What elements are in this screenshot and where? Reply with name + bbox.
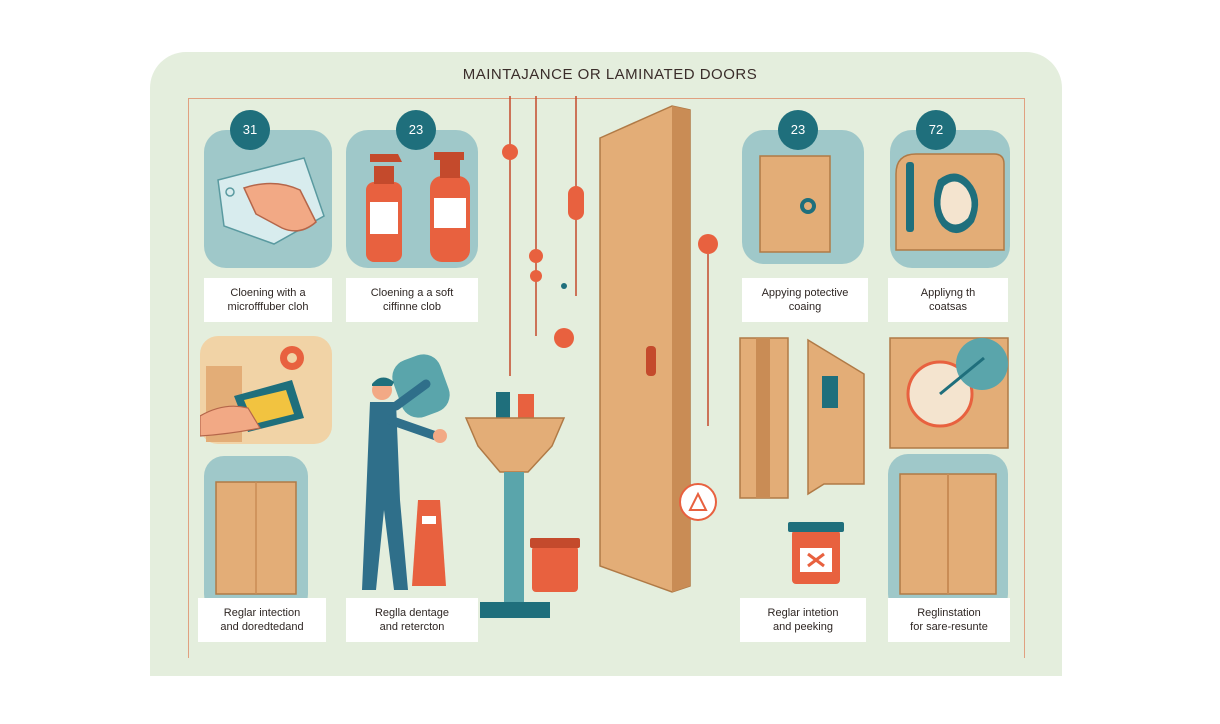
caption-regular-installation: Reglinstation for sare-resunte <box>888 598 1010 642</box>
tile-microfiber-cloth <box>204 130 332 268</box>
caption-cleaning-microfiber: Cloening with a microfffuber cloh <box>204 278 332 322</box>
step-badge-3: 23 <box>778 110 818 150</box>
tile-door-panel <box>742 130 864 264</box>
tile-coating-tool <box>890 130 1010 268</box>
caption-regular-inspection-2: Reglar intetion and peeking <box>740 598 866 642</box>
paint-can-orange <box>530 538 580 592</box>
caption-regular-damage-1: Reglla dentage and retercton <box>346 598 478 642</box>
paint-jar-warning <box>788 522 844 584</box>
caption-regular-inspection-1: Reglar intection and doredtedand <box>198 598 326 642</box>
tile-spray-bottles <box>346 130 478 268</box>
door-frame-pieces <box>739 337 865 499</box>
step-badge-4: 72 <box>916 110 956 150</box>
tile-clock-panel <box>889 337 1009 449</box>
central-door-illustration <box>502 96 718 593</box>
tile-double-door-panel <box>888 454 1008 614</box>
right-guide-line <box>1024 98 1025 658</box>
caption-applying-protective-coating: Appying potective coaing <box>742 278 868 322</box>
step-badge-2: 23 <box>396 110 436 150</box>
caption-cleaning-soft-cloth: Cloening a a soft ciffinne clob <box>346 278 478 322</box>
page-title: MAINTAJANCE OR LAMINATED DOORS <box>462 66 758 83</box>
tile-wiping-panel <box>200 336 332 444</box>
sink-basin-illustration <box>464 392 566 618</box>
left-guide-line <box>188 98 189 658</box>
step-badge-1: 31 <box>230 110 270 150</box>
worker-cleaning-illustration <box>362 354 450 590</box>
top-guide-line <box>188 98 1024 99</box>
caption-applying-coats: Appliyng th coatsas <box>888 278 1008 322</box>
tile-door-panel-teal-frame <box>204 456 308 614</box>
